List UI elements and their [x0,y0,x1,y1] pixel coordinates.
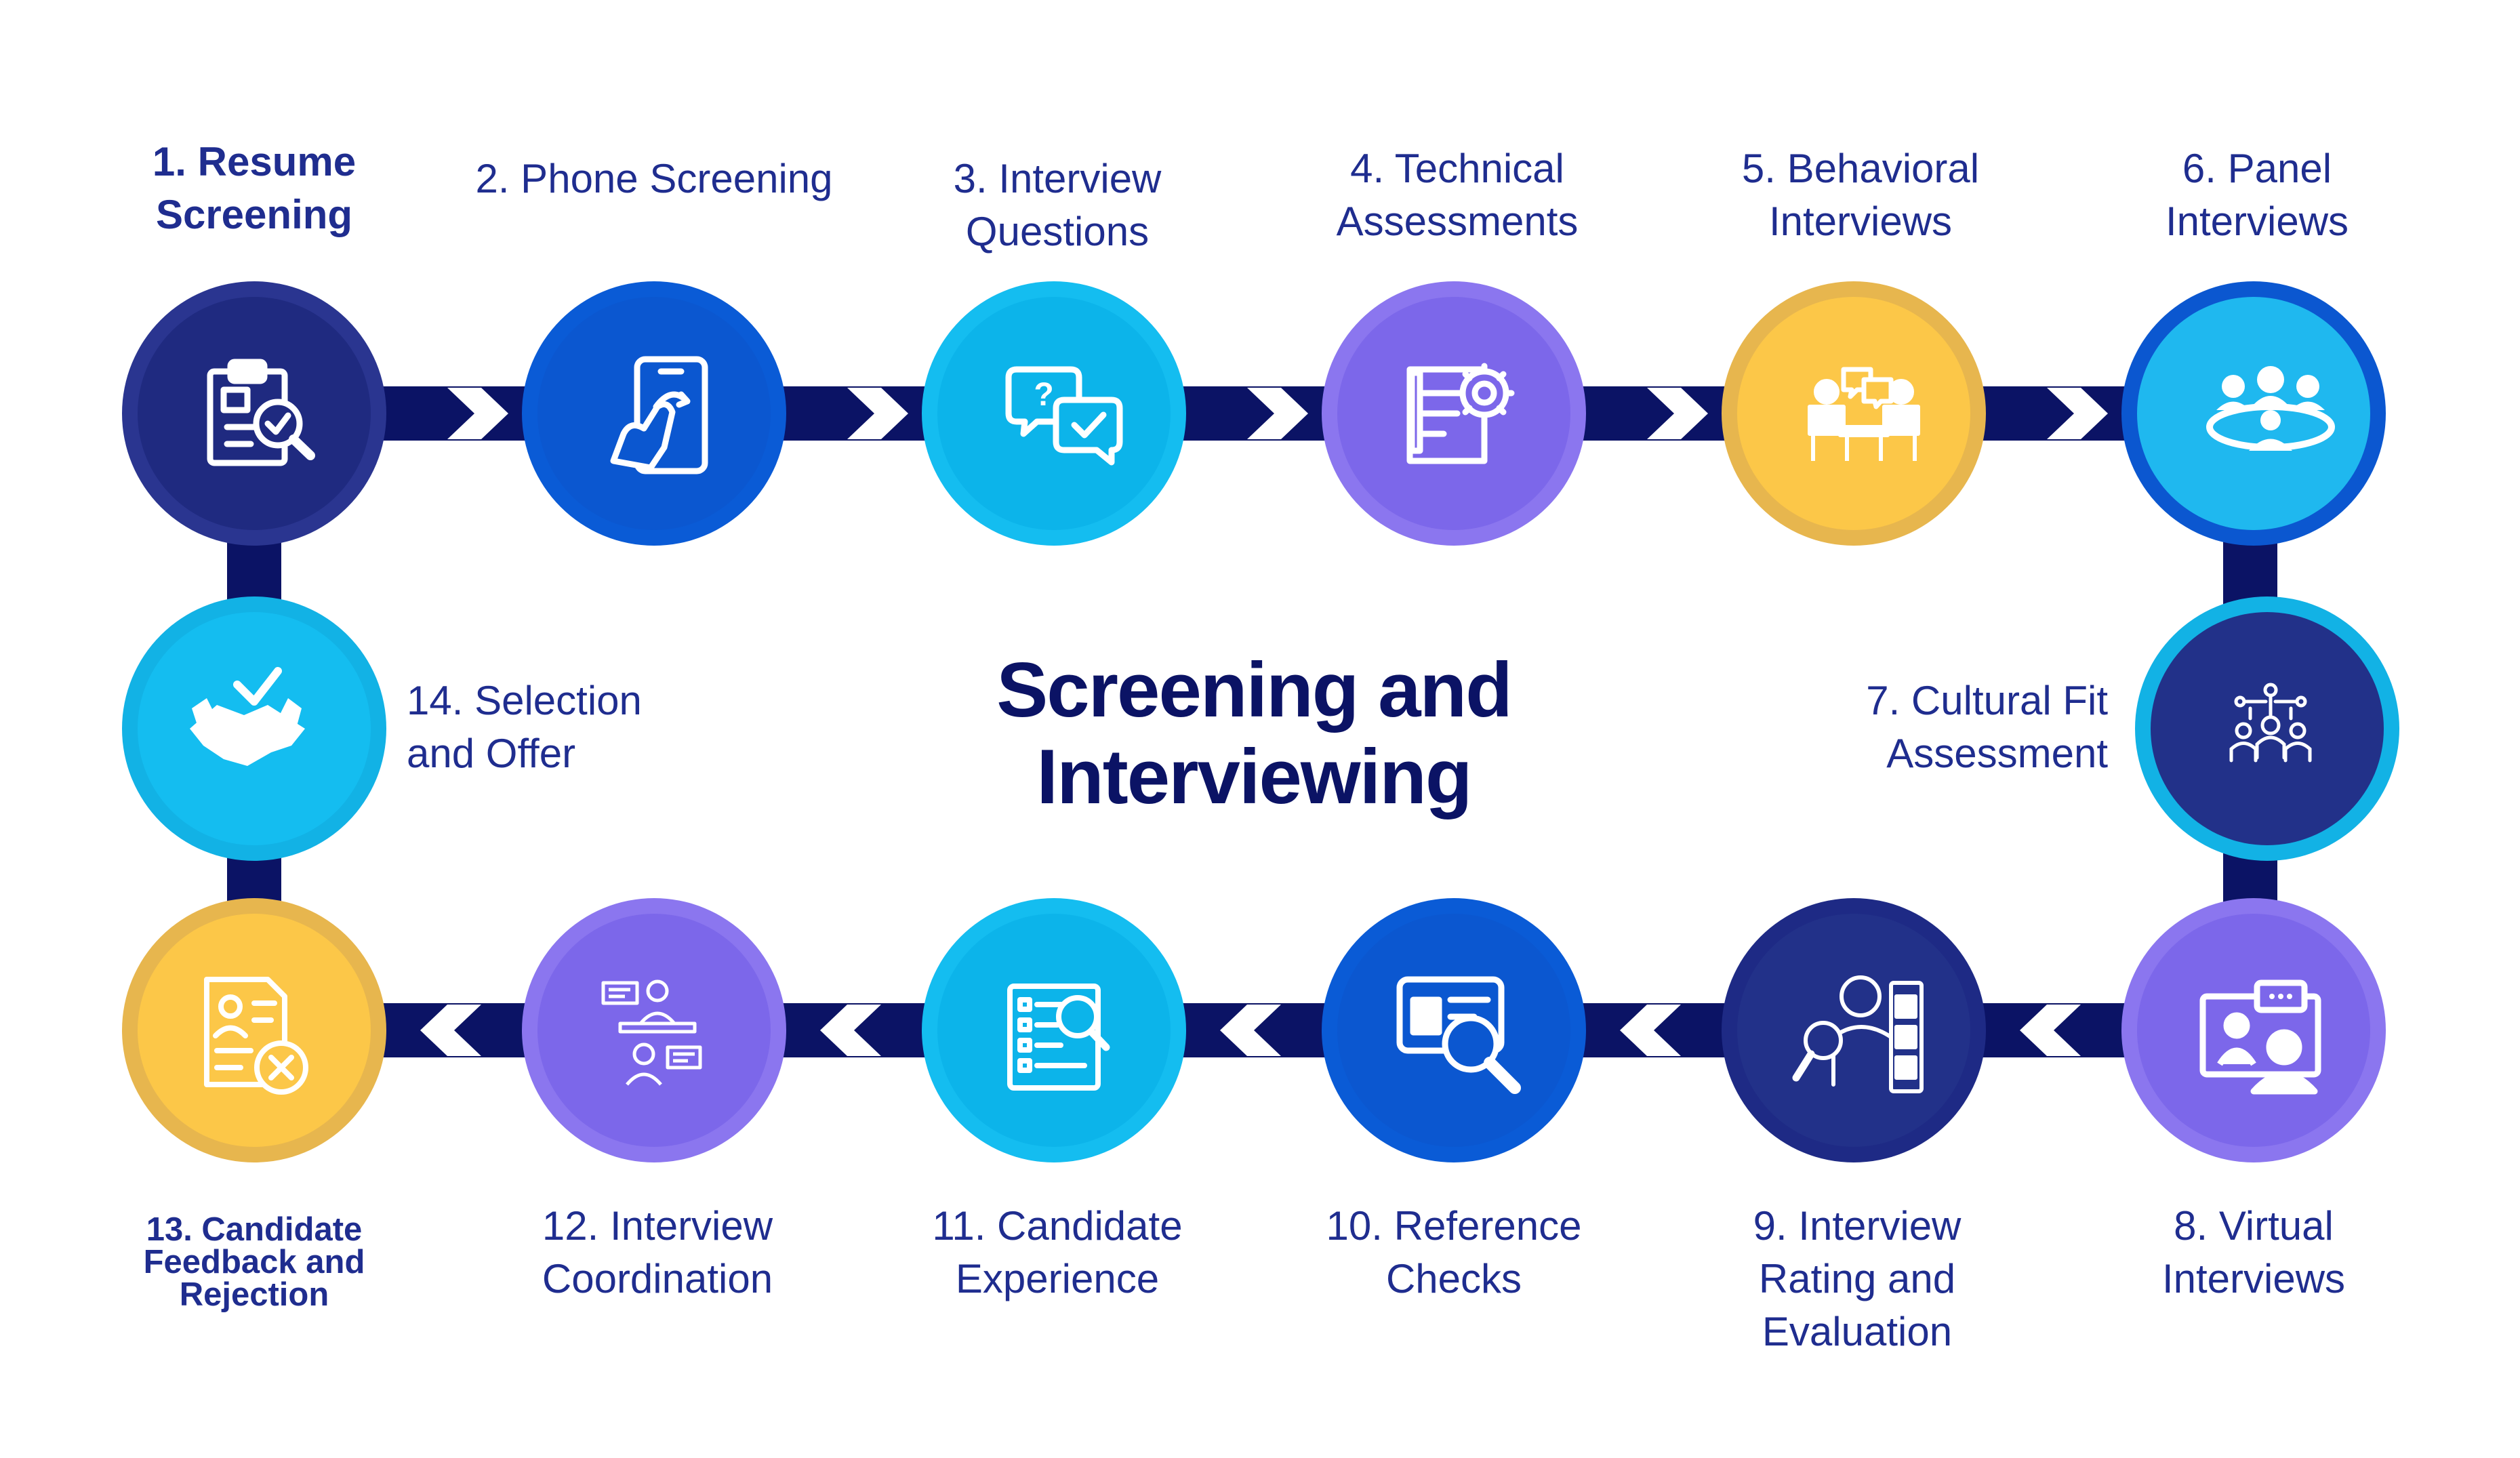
step-13-label-line: Rejection [179,1276,329,1313]
step-11-label-line: Experience [955,1256,1160,1301]
panel-group-icon [2206,366,2335,451]
step-4-label-line: Assessments [1336,199,1579,244]
phone-tap-icon [610,356,708,474]
step-11-label-line: 11. Candidate [932,1203,1183,1249]
step-9-label-line: Evaluation [1762,1309,1953,1354]
step-1-label-line: Screening [155,192,353,237]
step-10-label-line: 10. Reference [1326,1203,1582,1249]
step-11-circle-inner [937,914,1171,1147]
step-7-label-line: Assessment [1886,731,2108,776]
step-7-circle-inner [2151,612,2384,845]
step-5-label-line: 5. Behavioral [1741,146,1980,191]
clipboard-search-icon [207,359,315,466]
coordination-people-icon [601,979,702,1086]
diagram-title: Screening and Interviewing [915,647,1593,821]
step-9-circle-inner [1737,914,1970,1147]
title-line-2: Interviewing [1036,734,1472,820]
title-line-1: Screening and [996,647,1513,733]
step-10-label-line: Checks [1385,1256,1522,1301]
handshake-check-icon [190,667,305,766]
document-magnifier-icon [1007,984,1110,1091]
step-8-circle-inner [2137,914,2370,1147]
checklist-gear-icon [1406,363,1515,464]
step-2-label-line: 2. Phone Screening [475,156,833,201]
evaluation-magnifier-icon [1792,975,1924,1093]
step-14-label: 14. Selection and Offer [407,674,705,780]
step-4-label-line: 4. Technical [1350,146,1564,191]
resume-reject-icon [204,977,308,1095]
step-7-label-line: 7. Cultural Fit [1866,678,2108,723]
step-8-label-line: 8. Virtual [2174,1203,2334,1249]
step-12-label-line: Coordination [542,1256,773,1301]
step-3-label-line: Questions [965,209,1150,254]
step-1-label-line: 1. Resume [152,139,357,184]
step-6-label-line: 6. Panel [2182,146,2332,191]
svg-text:?: ? [1034,377,1053,413]
step-9-label-line: 9. Interview [1753,1203,1962,1249]
step-13-label-line: 13. Candidate [146,1211,363,1248]
chat-question-icon: ? [1005,366,1123,466]
id-card-search-icon [1396,976,1521,1094]
step-13-label-line: Feedback and [143,1244,365,1280]
step-13-circle-inner [138,914,371,1147]
step-9-label-line: Rating and [1758,1256,1956,1301]
step-3-label-line: 3. Interview [953,156,1162,201]
step-5-circle-inner [1737,297,1970,530]
step-circles [122,281,2399,1162]
step-14-label-line: and Offer [407,731,576,776]
step-5-label-line: Interviews [1768,199,1953,244]
step-1-circle-inner [138,297,371,530]
connectors-bottom [380,1003,2142,1057]
step-14-label-line: 14. Selection [407,678,642,723]
interview-table-icon [1808,367,1920,461]
connectors-top [380,386,2142,441]
step-6-label-line: Interviews [2165,199,2349,244]
video-call-icon [2199,979,2321,1095]
step-2-label: 2. Phone Screening [451,153,857,205]
step-12-label-line: 12. Interview [542,1203,773,1249]
team-network-icon [2229,683,2312,763]
step-6-circle-inner [2137,297,2370,530]
step-8-label-line: Interviews [2161,1256,2346,1301]
